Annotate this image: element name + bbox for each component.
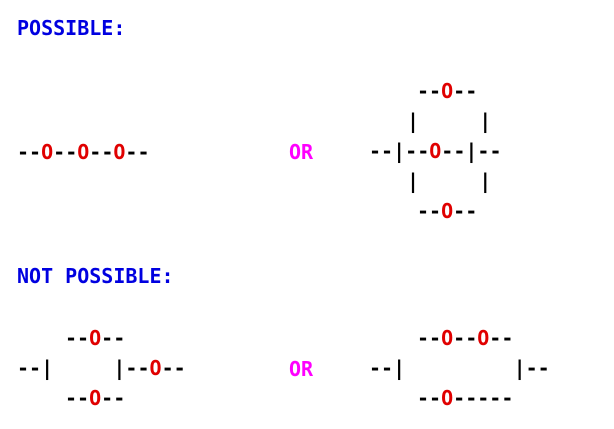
diagram-line: | | [407,109,492,133]
possible-parallel-diagram: --O-- | | --|--O--|-- | | --O-- [369,76,503,226]
diagram-line: --O-- [65,326,126,350]
not-possible-diagram-1: --O-- --| |--O-- --O-- [17,323,186,413]
diagram-line: --| |--O-- [17,356,186,380]
diagram-line: | | [407,169,492,193]
diagram-line: --O--O--O-- [17,140,150,164]
diagram-line: --O--O-- [417,326,514,350]
diagram-line: --| |-- [369,356,550,380]
possible-heading: POSSIBLE: [17,16,126,40]
diagram-line: --O-- [65,386,126,410]
possible-or-label: OR [289,140,314,164]
not-possible-or-label: OR [289,357,314,381]
diagram-line: --O-- [417,199,478,223]
diagram-line: --O----- [417,386,514,410]
possible-series-diagram: --O--O--O-- [17,137,150,167]
diagram-line: --O-- [417,79,478,103]
not-possible-heading: NOT POSSIBLE: [17,264,174,288]
diagram-line: --|--O--|-- [369,139,502,163]
not-possible-diagram-2: --O--O-- --| |-- --O----- [369,323,550,413]
